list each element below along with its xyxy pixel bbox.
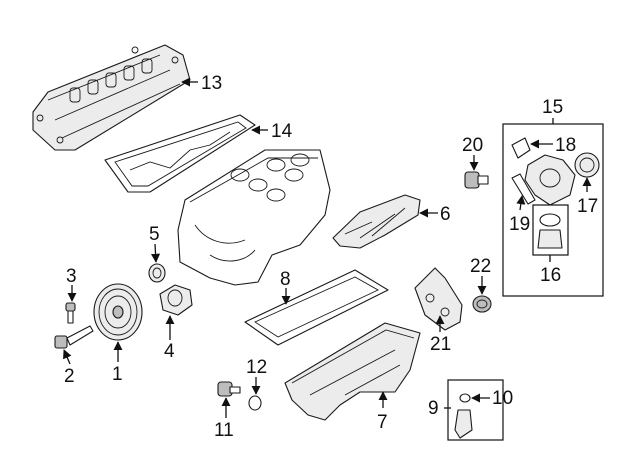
thermostat-sensor-part[interactable] bbox=[511, 137, 531, 159]
small-bolt-part[interactable] bbox=[65, 302, 76, 324]
washer-part[interactable] bbox=[248, 395, 262, 411]
thermostat-part[interactable] bbox=[532, 204, 569, 256]
callout-13: 13 bbox=[201, 73, 222, 94]
pulley-hub-part[interactable] bbox=[159, 284, 193, 316]
plug-part[interactable] bbox=[472, 295, 492, 313]
callout-16: 16 bbox=[540, 265, 561, 286]
oil-pressure-sensor-part[interactable] bbox=[217, 381, 241, 397]
callout-21: 21 bbox=[430, 334, 451, 355]
group-box-9 bbox=[447, 379, 504, 441]
callout-2: 2 bbox=[64, 366, 75, 387]
leader-lines bbox=[63, 77, 592, 418]
thermostat-housing-part[interactable] bbox=[524, 154, 576, 206]
callout-20: 20 bbox=[462, 135, 483, 156]
oil-level-sensor-part[interactable] bbox=[454, 393, 473, 439]
front-seal-part[interactable] bbox=[148, 263, 166, 283]
crank-pulley-part[interactable] bbox=[93, 283, 143, 341]
callout-numbers: 13 14 6 8 7 1 2 3 4 5 11 12 20 21 22 9 1… bbox=[64, 73, 598, 441]
callout-1: 1 bbox=[112, 364, 123, 385]
callout-9: 9 bbox=[428, 398, 439, 419]
callout-12: 12 bbox=[246, 357, 267, 378]
valve-cover-part[interactable] bbox=[32, 44, 191, 151]
callout-4: 4 bbox=[164, 341, 175, 362]
callout-10: 10 bbox=[492, 388, 513, 409]
callout-14: 14 bbox=[271, 121, 293, 142]
callout-19: 19 bbox=[509, 214, 530, 235]
mount-bracket-part[interactable] bbox=[414, 267, 463, 331]
callout-17: 17 bbox=[577, 196, 598, 217]
engine-block-part[interactable] bbox=[177, 149, 331, 286]
oil-pan-gasket-part[interactable] bbox=[244, 269, 389, 346]
sensor-part[interactable] bbox=[464, 171, 489, 189]
callout-18: 18 bbox=[555, 135, 576, 156]
callout-3: 3 bbox=[66, 266, 77, 287]
callout-11: 11 bbox=[214, 420, 234, 441]
callout-7: 7 bbox=[377, 412, 388, 433]
oil-baffle-part[interactable] bbox=[332, 194, 421, 249]
callout-15: 15 bbox=[542, 97, 563, 118]
callout-8: 8 bbox=[280, 269, 291, 290]
valve-cover-gasket-part[interactable] bbox=[104, 114, 256, 193]
cap-part[interactable] bbox=[574, 152, 600, 178]
callout-5: 5 bbox=[149, 224, 160, 245]
callout-6: 6 bbox=[440, 204, 451, 225]
callout-22: 22 bbox=[470, 256, 491, 277]
oil-pan-part[interactable] bbox=[284, 322, 421, 421]
crank-bolt-part[interactable] bbox=[54, 325, 94, 349]
